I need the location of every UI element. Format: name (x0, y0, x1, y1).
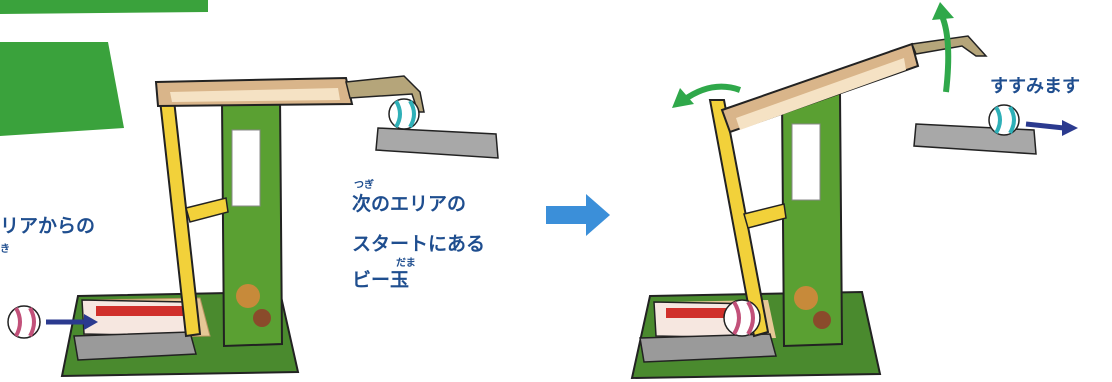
left-front-ramp (73, 331, 197, 361)
left-device (7, 75, 499, 378)
center-caption-line1: 次のエリアの (352, 193, 467, 215)
right-pink-marble-stripe (746, 300, 755, 336)
right-pink-marble-stripe (732, 300, 741, 336)
right-tower-decoration (794, 286, 818, 310)
left-teal-marble-stripe (394, 99, 402, 129)
right-top-box-label-band (736, 58, 906, 130)
right-push-arrow-head (1062, 120, 1078, 136)
left-caption-ruby: き (0, 244, 10, 255)
center-ruby-tsugi: つぎ (354, 180, 374, 191)
right-tower-window (791, 123, 821, 201)
left-caption-line1: リアからの (0, 215, 96, 237)
right-teal-marble-stripe (1008, 105, 1016, 135)
right-rotate-arrow-path (939, 14, 952, 93)
left-gray-shelf (375, 127, 499, 159)
right-device (630, 2, 1078, 380)
left-pocky-box (81, 299, 191, 337)
right-push-arrow-line (1025, 121, 1065, 131)
left-green-banner (0, 42, 124, 136)
left-pink-marble-stripe (14, 307, 22, 337)
right-yellow-lever (708, 99, 770, 338)
left-tower-decoration (253, 309, 271, 327)
left-tower-decoration (236, 284, 260, 308)
left-tower-window (231, 129, 261, 207)
right-lever-brace (743, 203, 787, 229)
center-ruby-dama: だま (396, 258, 416, 269)
right-caption: すすみます (990, 76, 1080, 97)
curved-arrow-icon (932, 2, 954, 20)
left-pink-marble-stripe (28, 307, 36, 337)
left-top-rail (345, 75, 425, 113)
left-rotate-arrow-path (682, 83, 742, 103)
left-push-arrow-head (84, 314, 98, 330)
right-teal-marble-stripe (994, 105, 1002, 135)
process-arrow (546, 194, 610, 236)
right-tower-decoration (813, 311, 831, 329)
right-arrow-icon (586, 194, 610, 236)
left-teal-marble-stripe (408, 99, 416, 129)
left-lever-brace (185, 197, 229, 223)
curved-arrow-icon (672, 88, 694, 108)
top-green-banner (0, 0, 208, 14)
left-top-box-label-band (170, 88, 340, 102)
left-pocky-stripe (96, 306, 184, 316)
right-front-ramp (639, 333, 777, 363)
right-pocky-stripe (666, 308, 754, 318)
center-caption-line2: スタートにある (352, 233, 486, 255)
center-caption-line3: ビー玉 (352, 269, 410, 291)
right-gray-shelf (913, 123, 1037, 155)
process-arrow-shaft (546, 206, 588, 224)
